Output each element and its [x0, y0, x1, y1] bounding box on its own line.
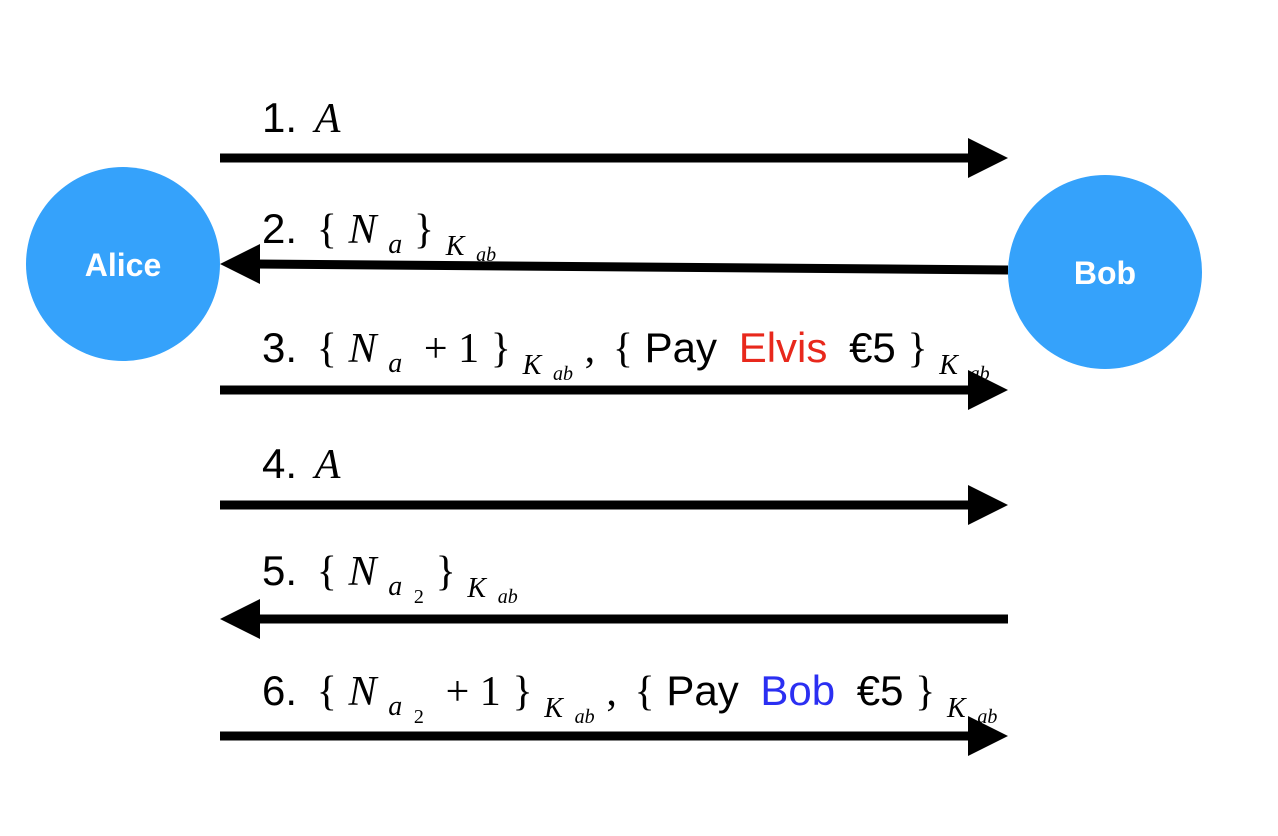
message-3-lbrace-2: {	[613, 326, 633, 372]
arrow-4	[220, 485, 1008, 525]
message-6-K-1-sub-ab: ab	[575, 706, 595, 728]
message-6-K-2-sub-ab: ab	[977, 706, 997, 728]
message-5-N: N	[348, 549, 379, 595]
message-5-K-sub-ab: ab	[498, 586, 518, 608]
message-3-K-2-sub-ab: ab	[970, 363, 990, 385]
message-3-amount: €5	[849, 324, 896, 371]
message-3-pay: Pay	[645, 324, 717, 371]
message-4: 4. A	[262, 440, 341, 488]
message-2: 2. { N a } K ab	[262, 205, 496, 266]
arrow-2-shaft	[254, 259, 1009, 275]
message-6-K-2: K	[946, 693, 967, 724]
message-4-A: A	[312, 442, 341, 488]
message-5-lbrace: {	[317, 549, 337, 595]
message-6: 6. { N a 2 + 1 } K ab , { Pay Bob €5 } K…	[262, 667, 997, 732]
message-2-rbrace: }	[414, 207, 434, 253]
message-2-lbrace: {	[317, 207, 337, 253]
message-3-K-2: K	[938, 350, 959, 381]
message-3-K-1: K	[522, 350, 543, 381]
message-6-N-sub-a: a	[388, 691, 402, 722]
message-3-comma: ,	[585, 326, 596, 372]
message-5: 5. { N a 2 } K ab	[262, 547, 518, 612]
message-5-rbrace: }	[436, 549, 456, 595]
arrow-3	[220, 370, 1008, 410]
message-5-N-sub-a: a	[388, 571, 402, 602]
message-6-lbrace-2: {	[634, 669, 654, 715]
bob-label: Bob	[1074, 255, 1136, 291]
message-1: 1. A	[262, 94, 341, 142]
message-6-comma: ,	[606, 669, 617, 715]
bob-circle	[1008, 175, 1202, 369]
message-4-number: 4.	[262, 440, 297, 487]
message-3: 3. { N a + 1 } K ab , { Pay Elvis €5 } K…	[262, 324, 990, 389]
message-6-rbrace-2: }	[915, 669, 935, 715]
arrow-1-head	[968, 138, 1008, 178]
message-3-number: 3.	[262, 324, 297, 371]
message-2-number: 2.	[262, 205, 297, 252]
arrow-5	[220, 599, 1008, 639]
message-3-K-1-sub-ab: ab	[553, 363, 573, 385]
message-6-amount: €5	[857, 667, 904, 714]
arrow-2-head	[220, 244, 260, 284]
message-2-K: K	[445, 231, 466, 262]
message-2-K-sub-ab: ab	[476, 244, 496, 266]
arrow-3-head	[968, 370, 1008, 410]
message-5-K: K	[466, 573, 487, 604]
alice-circle	[26, 167, 220, 361]
message-6-rbrace-1: }	[512, 669, 532, 715]
message-6-N: N	[348, 669, 379, 715]
arrow-1	[220, 138, 1008, 178]
message-3-rbrace-2: }	[907, 326, 927, 372]
message-1-number: 1.	[262, 94, 297, 141]
alice-node: Alice	[26, 167, 220, 361]
message-3-payee-elvis: Elvis	[739, 324, 828, 371]
alice-label: Alice	[85, 247, 161, 283]
message-3-N: N	[348, 326, 379, 372]
message-3-lbrace-1: {	[317, 326, 337, 372]
message-6-plus-one: + 1	[446, 669, 501, 715]
message-6-lbrace-1: {	[317, 669, 337, 715]
arrow-6-head	[968, 716, 1008, 756]
message-5-N-sub-a-sub-2: 2	[414, 586, 424, 608]
arrow-2	[220, 244, 1009, 284]
arrow-5-head	[220, 599, 260, 639]
message-2-N-sub-a: a	[388, 229, 402, 260]
message-3-plus-one: + 1	[424, 326, 479, 372]
message-5-number: 5.	[262, 547, 297, 594]
message-6-K-1: K	[543, 693, 564, 724]
message-2-N: N	[348, 207, 379, 253]
message-6-pay: Pay	[666, 667, 738, 714]
bob-node: Bob	[1008, 175, 1202, 369]
arrow-4-head	[968, 485, 1008, 525]
message-3-N-sub-a: a	[388, 348, 402, 379]
message-6-payee-bob: Bob	[760, 667, 835, 714]
message-1-A: A	[312, 96, 341, 142]
message-6-N-sub-a-sub-2: 2	[414, 706, 424, 728]
message-3-rbrace-1: }	[491, 326, 511, 372]
message-6-number: 6.	[262, 667, 297, 714]
arrow-6	[220, 716, 1008, 756]
